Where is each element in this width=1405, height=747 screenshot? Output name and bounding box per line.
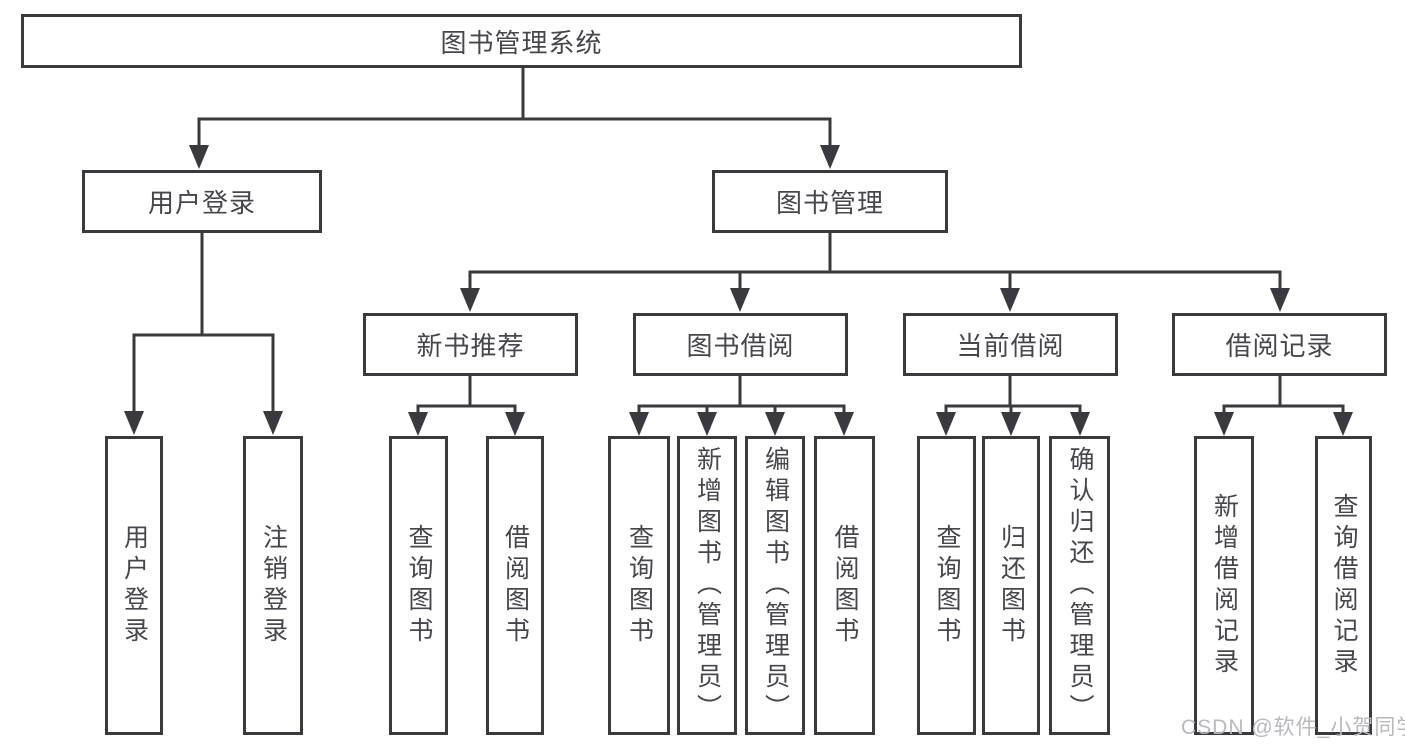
node-borrow-records: 借阅记录 [1172,313,1387,376]
node-user-login: 用户登录 [82,170,322,233]
leaf-recommend-borrow-books: 借阅图书 [486,436,544,735]
leaf-borrow-books: 借阅图书 [814,436,875,735]
node-root-system: 图书管理系统 [21,14,1022,68]
leaf-recommend-query-books: 查询图书 [389,436,448,735]
node-user-login-label: 用户登录 [147,188,256,218]
leaf-add-borrow-record: 新增借阅记录 [1194,436,1254,735]
leaf-confirm-return-admin: 确认归还（管理员） [1049,436,1110,735]
leaf-logout: 注销登录 [243,436,303,735]
node-borrow-records-label: 借阅记录 [1225,331,1334,361]
node-current-borrow-label: 当前借阅 [956,331,1065,361]
leaf-add-books-admin: 新增图书（管理员） [677,436,737,735]
leaf-borrow-query-books: 查询图书 [608,436,670,735]
node-new-book-recommend: 新书推荐 [363,313,578,376]
node-root-label: 图书管理系统 [440,27,603,58]
leaf-user-login: 用户登录 [105,436,163,735]
node-book-management: 图书管理 [712,170,948,233]
node-book-management-label: 图书管理 [775,188,884,218]
node-current-borrow: 当前借阅 [903,313,1118,376]
node-book-borrow: 图书借阅 [633,313,848,376]
node-book-borrow-label: 图书借阅 [686,331,795,361]
node-new-book-recommend-label: 新书推荐 [416,331,525,361]
leaf-edit-books-admin: 编辑图书（管理员） [745,436,805,735]
leaf-return-books: 归还图书 [982,436,1040,735]
leaf-current-query-books: 查询图书 [917,436,976,735]
csdn-watermark: CSDN @软件_小贺同学 [1181,716,1405,739]
leaf-query-borrow-record: 查询借阅记录 [1315,436,1372,735]
